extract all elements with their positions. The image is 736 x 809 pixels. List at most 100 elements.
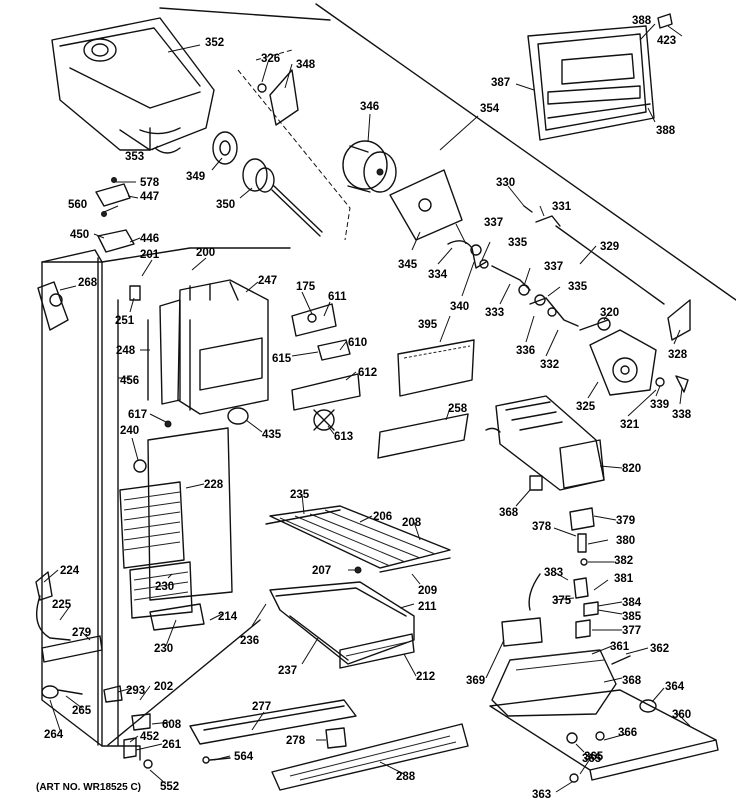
callout-235: 235 bbox=[290, 489, 310, 501]
callout-615: 615 bbox=[272, 353, 292, 365]
callout-251: 251 bbox=[115, 315, 135, 327]
callout-320: 320 bbox=[600, 307, 619, 319]
callout-350: 350 bbox=[216, 199, 235, 211]
callout-552: 552 bbox=[160, 781, 179, 793]
callout-208: 208 bbox=[402, 517, 422, 529]
callout-366: 366 bbox=[618, 727, 637, 739]
callout-237: 237 bbox=[278, 665, 297, 677]
water-valve-assembly bbox=[489, 507, 719, 783]
callout-330: 330 bbox=[496, 177, 515, 189]
callout-380: 380 bbox=[616, 535, 635, 547]
callout-377: 377 bbox=[622, 625, 641, 637]
callout-339: 339 bbox=[650, 399, 669, 411]
callout-452: 452 bbox=[140, 731, 159, 743]
callout-365-upper: 365 bbox=[584, 751, 604, 763]
callout-610: 610 bbox=[348, 337, 367, 349]
callout-338: 338 bbox=[672, 409, 692, 421]
callout-360: 360 bbox=[672, 709, 691, 721]
callout-332: 332 bbox=[540, 359, 559, 371]
callout-613: 613 bbox=[334, 431, 353, 443]
callout-611: 611 bbox=[328, 291, 347, 303]
callout-363: 363 bbox=[532, 789, 551, 801]
callout-364: 364 bbox=[665, 681, 685, 693]
callout-612: 612 bbox=[358, 367, 377, 379]
freezer-bin bbox=[269, 581, 415, 669]
callout-212: 212 bbox=[416, 671, 435, 683]
callout-268: 268 bbox=[78, 277, 98, 289]
callout-335-mid: 335 bbox=[568, 281, 588, 293]
callout-175: 175 bbox=[296, 281, 316, 293]
callout-354: 354 bbox=[480, 103, 500, 115]
callout-384: 384 bbox=[622, 597, 642, 609]
fan-motor-bracket bbox=[291, 303, 361, 431]
callout-820: 820 bbox=[622, 463, 641, 475]
callout-240: 240 bbox=[120, 425, 139, 437]
callout-423: 423 bbox=[657, 35, 676, 47]
ice-bucket bbox=[51, 17, 215, 151]
callout-335-top: 335 bbox=[508, 237, 528, 249]
callout-369: 369 bbox=[466, 675, 485, 687]
callout-382: 382 bbox=[614, 555, 633, 567]
evaporator-duct bbox=[119, 427, 233, 631]
dispenser-door-panel bbox=[527, 13, 673, 141]
callout-201: 201 bbox=[140, 249, 160, 261]
callout-337-top: 337 bbox=[484, 217, 503, 229]
callout-387: 387 bbox=[491, 77, 510, 89]
callout-228: 228 bbox=[204, 479, 224, 491]
callout-265: 265 bbox=[72, 705, 92, 717]
callout-456: 456 bbox=[120, 375, 139, 387]
callout-379: 379 bbox=[616, 515, 635, 527]
callout-293: 293 bbox=[126, 685, 145, 697]
cabinet-outline bbox=[41, 3, 736, 761]
callout-362: 362 bbox=[650, 643, 669, 655]
callout-209: 209 bbox=[418, 585, 437, 597]
callout-207: 207 bbox=[312, 565, 331, 577]
callout-326: 326 bbox=[261, 53, 280, 65]
callout-385: 385 bbox=[622, 611, 642, 623]
callout-340: 340 bbox=[450, 301, 469, 313]
callout-334: 334 bbox=[428, 269, 448, 281]
callout-368-lower: 368 bbox=[622, 675, 642, 687]
callout-225: 225 bbox=[52, 599, 72, 611]
small-upper-left-parts bbox=[37, 177, 191, 473]
callout-labels: 352 326 348 346 354 387 388 388 423 353 … bbox=[36, 15, 692, 801]
callout-336: 336 bbox=[516, 345, 535, 357]
ice-maker-linkage bbox=[447, 205, 691, 396]
heater-panel bbox=[377, 339, 475, 459]
callout-346: 346 bbox=[360, 101, 379, 113]
callout-224: 224 bbox=[60, 565, 80, 577]
callout-333: 333 bbox=[485, 307, 504, 319]
callout-321: 321 bbox=[620, 419, 640, 431]
callout-617: 617 bbox=[128, 409, 147, 421]
callout-368-mid: 368 bbox=[499, 507, 519, 519]
callout-230-upper: 230 bbox=[155, 581, 174, 593]
callout-279: 279 bbox=[72, 627, 91, 639]
callout-247: 247 bbox=[258, 275, 277, 287]
callout-206: 206 bbox=[373, 511, 392, 523]
callout-248: 248 bbox=[116, 345, 136, 357]
callout-349: 349 bbox=[186, 171, 205, 183]
callout-578: 578 bbox=[140, 177, 160, 189]
art-number-credit: (ART NO. WR18525 C) bbox=[36, 782, 141, 793]
callout-200: 200 bbox=[196, 247, 215, 259]
callout-447: 447 bbox=[140, 191, 159, 203]
callout-560: 560 bbox=[68, 199, 87, 211]
callout-337-mid: 337 bbox=[544, 261, 563, 273]
callout-383: 383 bbox=[544, 567, 563, 579]
callout-348: 348 bbox=[296, 59, 316, 71]
callout-375: 375 bbox=[552, 595, 572, 607]
callout-378: 378 bbox=[532, 521, 552, 533]
auger-assembly bbox=[154, 49, 351, 241]
callout-331: 331 bbox=[552, 201, 572, 213]
callout-236: 236 bbox=[240, 635, 259, 647]
callout-211: 211 bbox=[418, 601, 437, 613]
ice-maker bbox=[485, 395, 605, 491]
callout-564: 564 bbox=[234, 751, 254, 763]
callout-329: 329 bbox=[600, 241, 619, 253]
callout-446: 446 bbox=[140, 233, 159, 245]
freezer-shelf bbox=[265, 505, 451, 574]
callout-328: 328 bbox=[668, 349, 688, 361]
callout-450: 450 bbox=[70, 229, 89, 241]
